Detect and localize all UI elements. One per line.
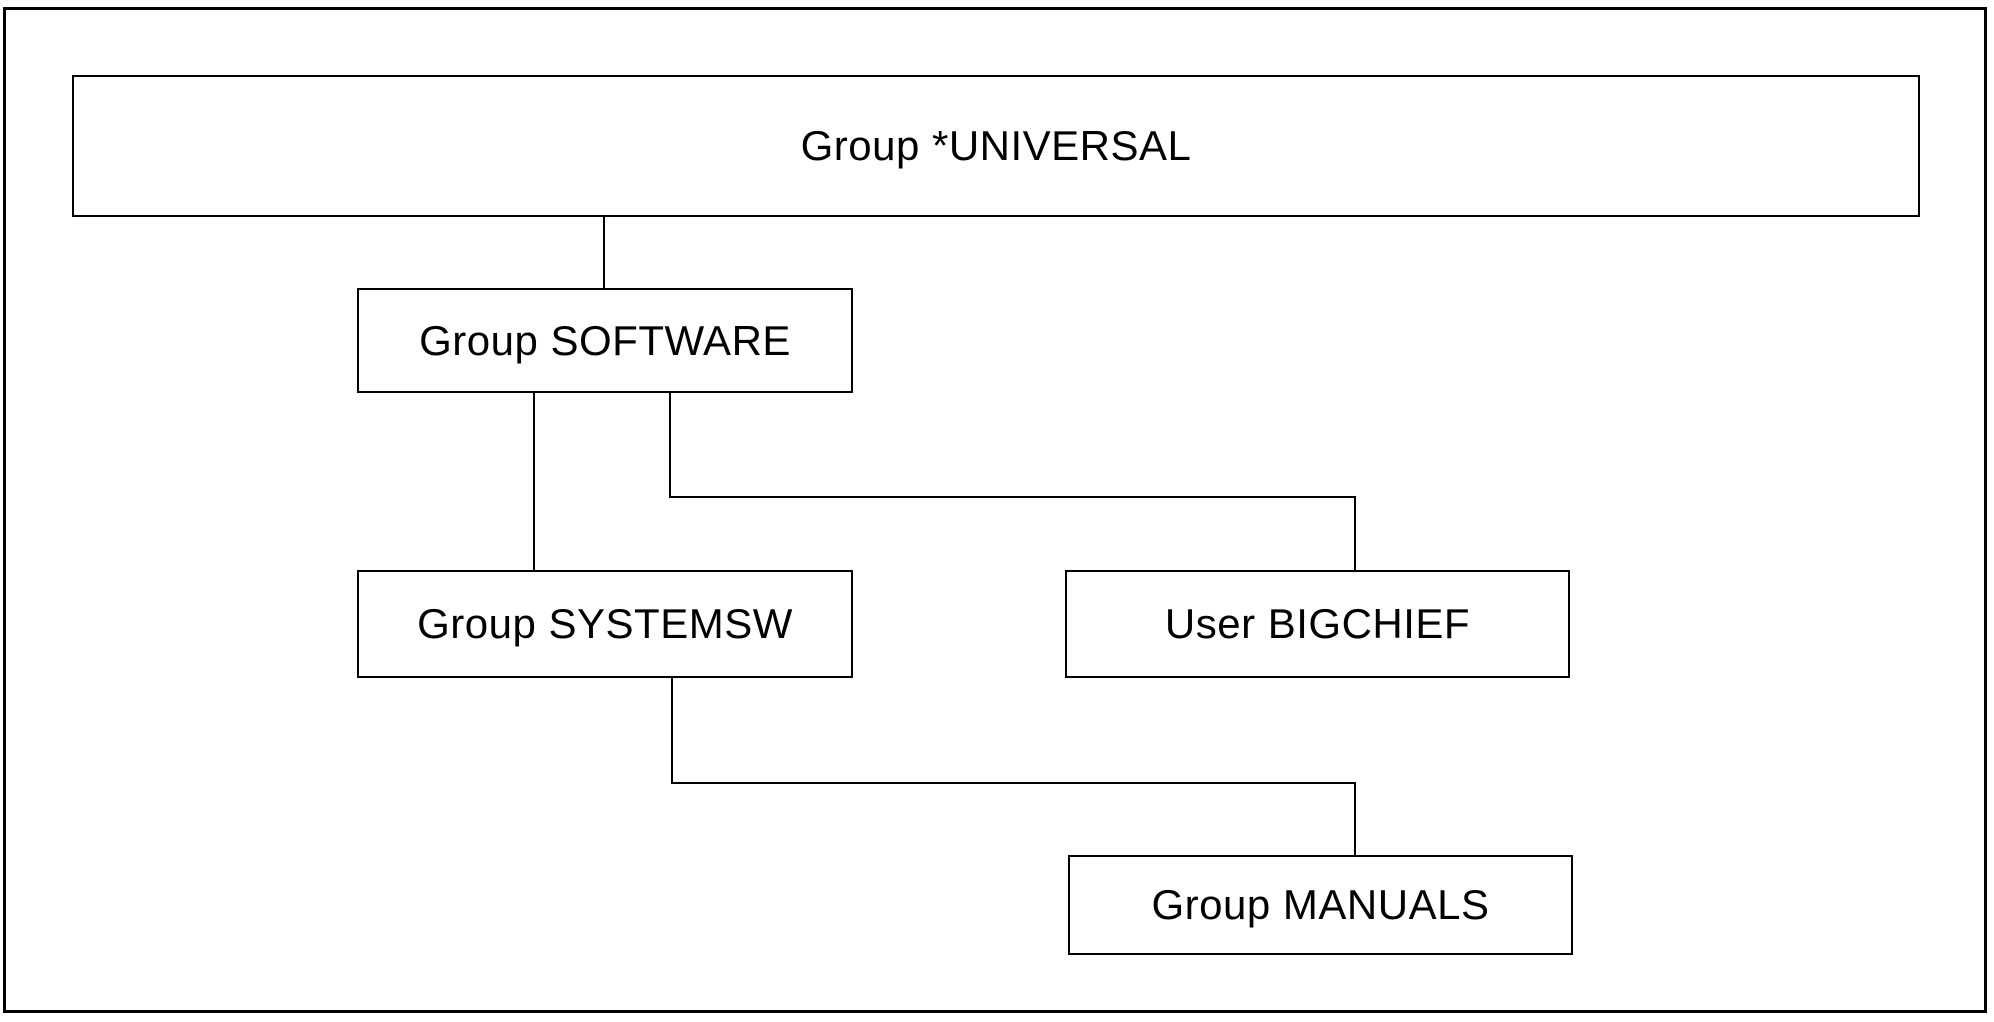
diagram-outer-border	[3, 7, 1987, 1013]
edge-systemsw-manuals-segment-drop	[1354, 782, 1356, 857]
node-group-manuals-label: Group MANUALS	[1151, 881, 1490, 928]
node-user-bigchief: User BIGCHIEF	[1065, 570, 1570, 678]
node-user-bigchief-label: User BIGCHIEF	[1164, 600, 1471, 647]
node-group-systemsw-label: Group SYSTEMSW	[417, 600, 793, 647]
edge-software-systemsw	[533, 391, 535, 572]
edge-systemsw-manuals-segment-across	[671, 782, 1356, 784]
edge-systemsw-manuals-segment-down	[671, 676, 673, 784]
edge-software-bigchief-segment-drop	[1354, 496, 1356, 572]
edge-software-bigchief-segment-down	[669, 391, 671, 498]
node-group-systemsw: Group SYSTEMSW	[357, 570, 853, 678]
node-group-manuals: Group MANUALS	[1068, 855, 1573, 955]
edge-universal-software	[603, 215, 605, 290]
node-group-universal: Group *UNIVERSAL	[72, 75, 1920, 217]
node-group-universal-label: Group *UNIVERSAL	[800, 122, 1192, 169]
node-group-software-label: Group SOFTWARE	[419, 316, 791, 364]
node-group-software: Group SOFTWARE	[357, 288, 853, 393]
edge-software-bigchief-segment-across	[669, 496, 1356, 498]
